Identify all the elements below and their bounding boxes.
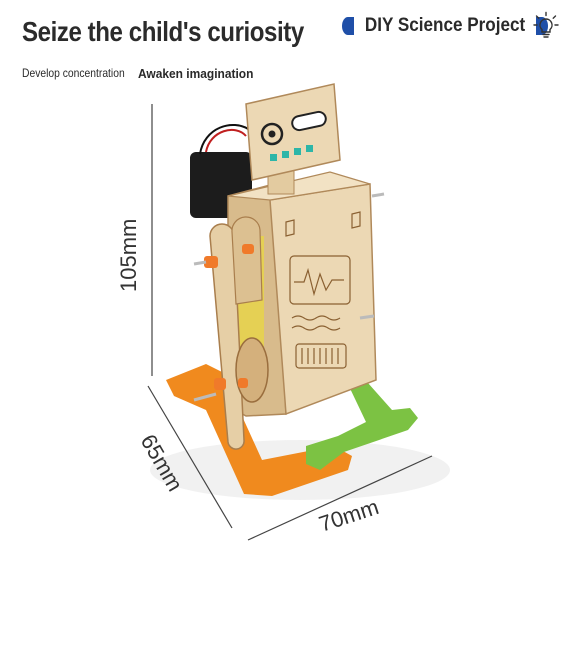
left-upper-leg — [231, 216, 263, 305]
badge-left-cap — [342, 17, 354, 35]
robot-body-top — [227, 171, 371, 201]
red-wire — [205, 128, 247, 153]
heart-panel — [289, 255, 351, 305]
vent-panel — [295, 343, 347, 369]
green-foot — [306, 374, 418, 470]
display-leds — [270, 145, 313, 161]
height-dimension-label: 105mm — [116, 219, 141, 292]
tagline-concentration: Develop concentration — [22, 66, 125, 80]
orange-pins — [204, 244, 254, 390]
project-badge: DIY Science Project — [342, 12, 549, 40]
robot-head — [245, 83, 341, 181]
badge-right-cap — [536, 17, 549, 35]
black-wire — [199, 124, 251, 155]
width-dimension-line — [247, 455, 433, 541]
vent-lines — [301, 348, 339, 364]
lightbulb-icon — [533, 11, 559, 38]
tagline-imagination: Awaken imagination — [138, 66, 254, 81]
pulse-line — [294, 267, 344, 297]
slot-right — [351, 211, 361, 229]
robot-mouth-slot — [291, 110, 327, 132]
slot-left — [285, 219, 295, 237]
robot-eye-pupil — [268, 130, 276, 138]
depth-dimension-line — [147, 385, 233, 529]
axle-rods — [193, 192, 385, 402]
page-title: Seize the child's curiosity — [22, 16, 304, 47]
orange-foot — [166, 364, 352, 496]
wave-lines — [291, 315, 341, 331]
badge-label: DIY Science Project — [364, 15, 526, 36]
width-dimension-label: 70mm — [316, 494, 382, 537]
crank-wheel — [235, 337, 269, 403]
